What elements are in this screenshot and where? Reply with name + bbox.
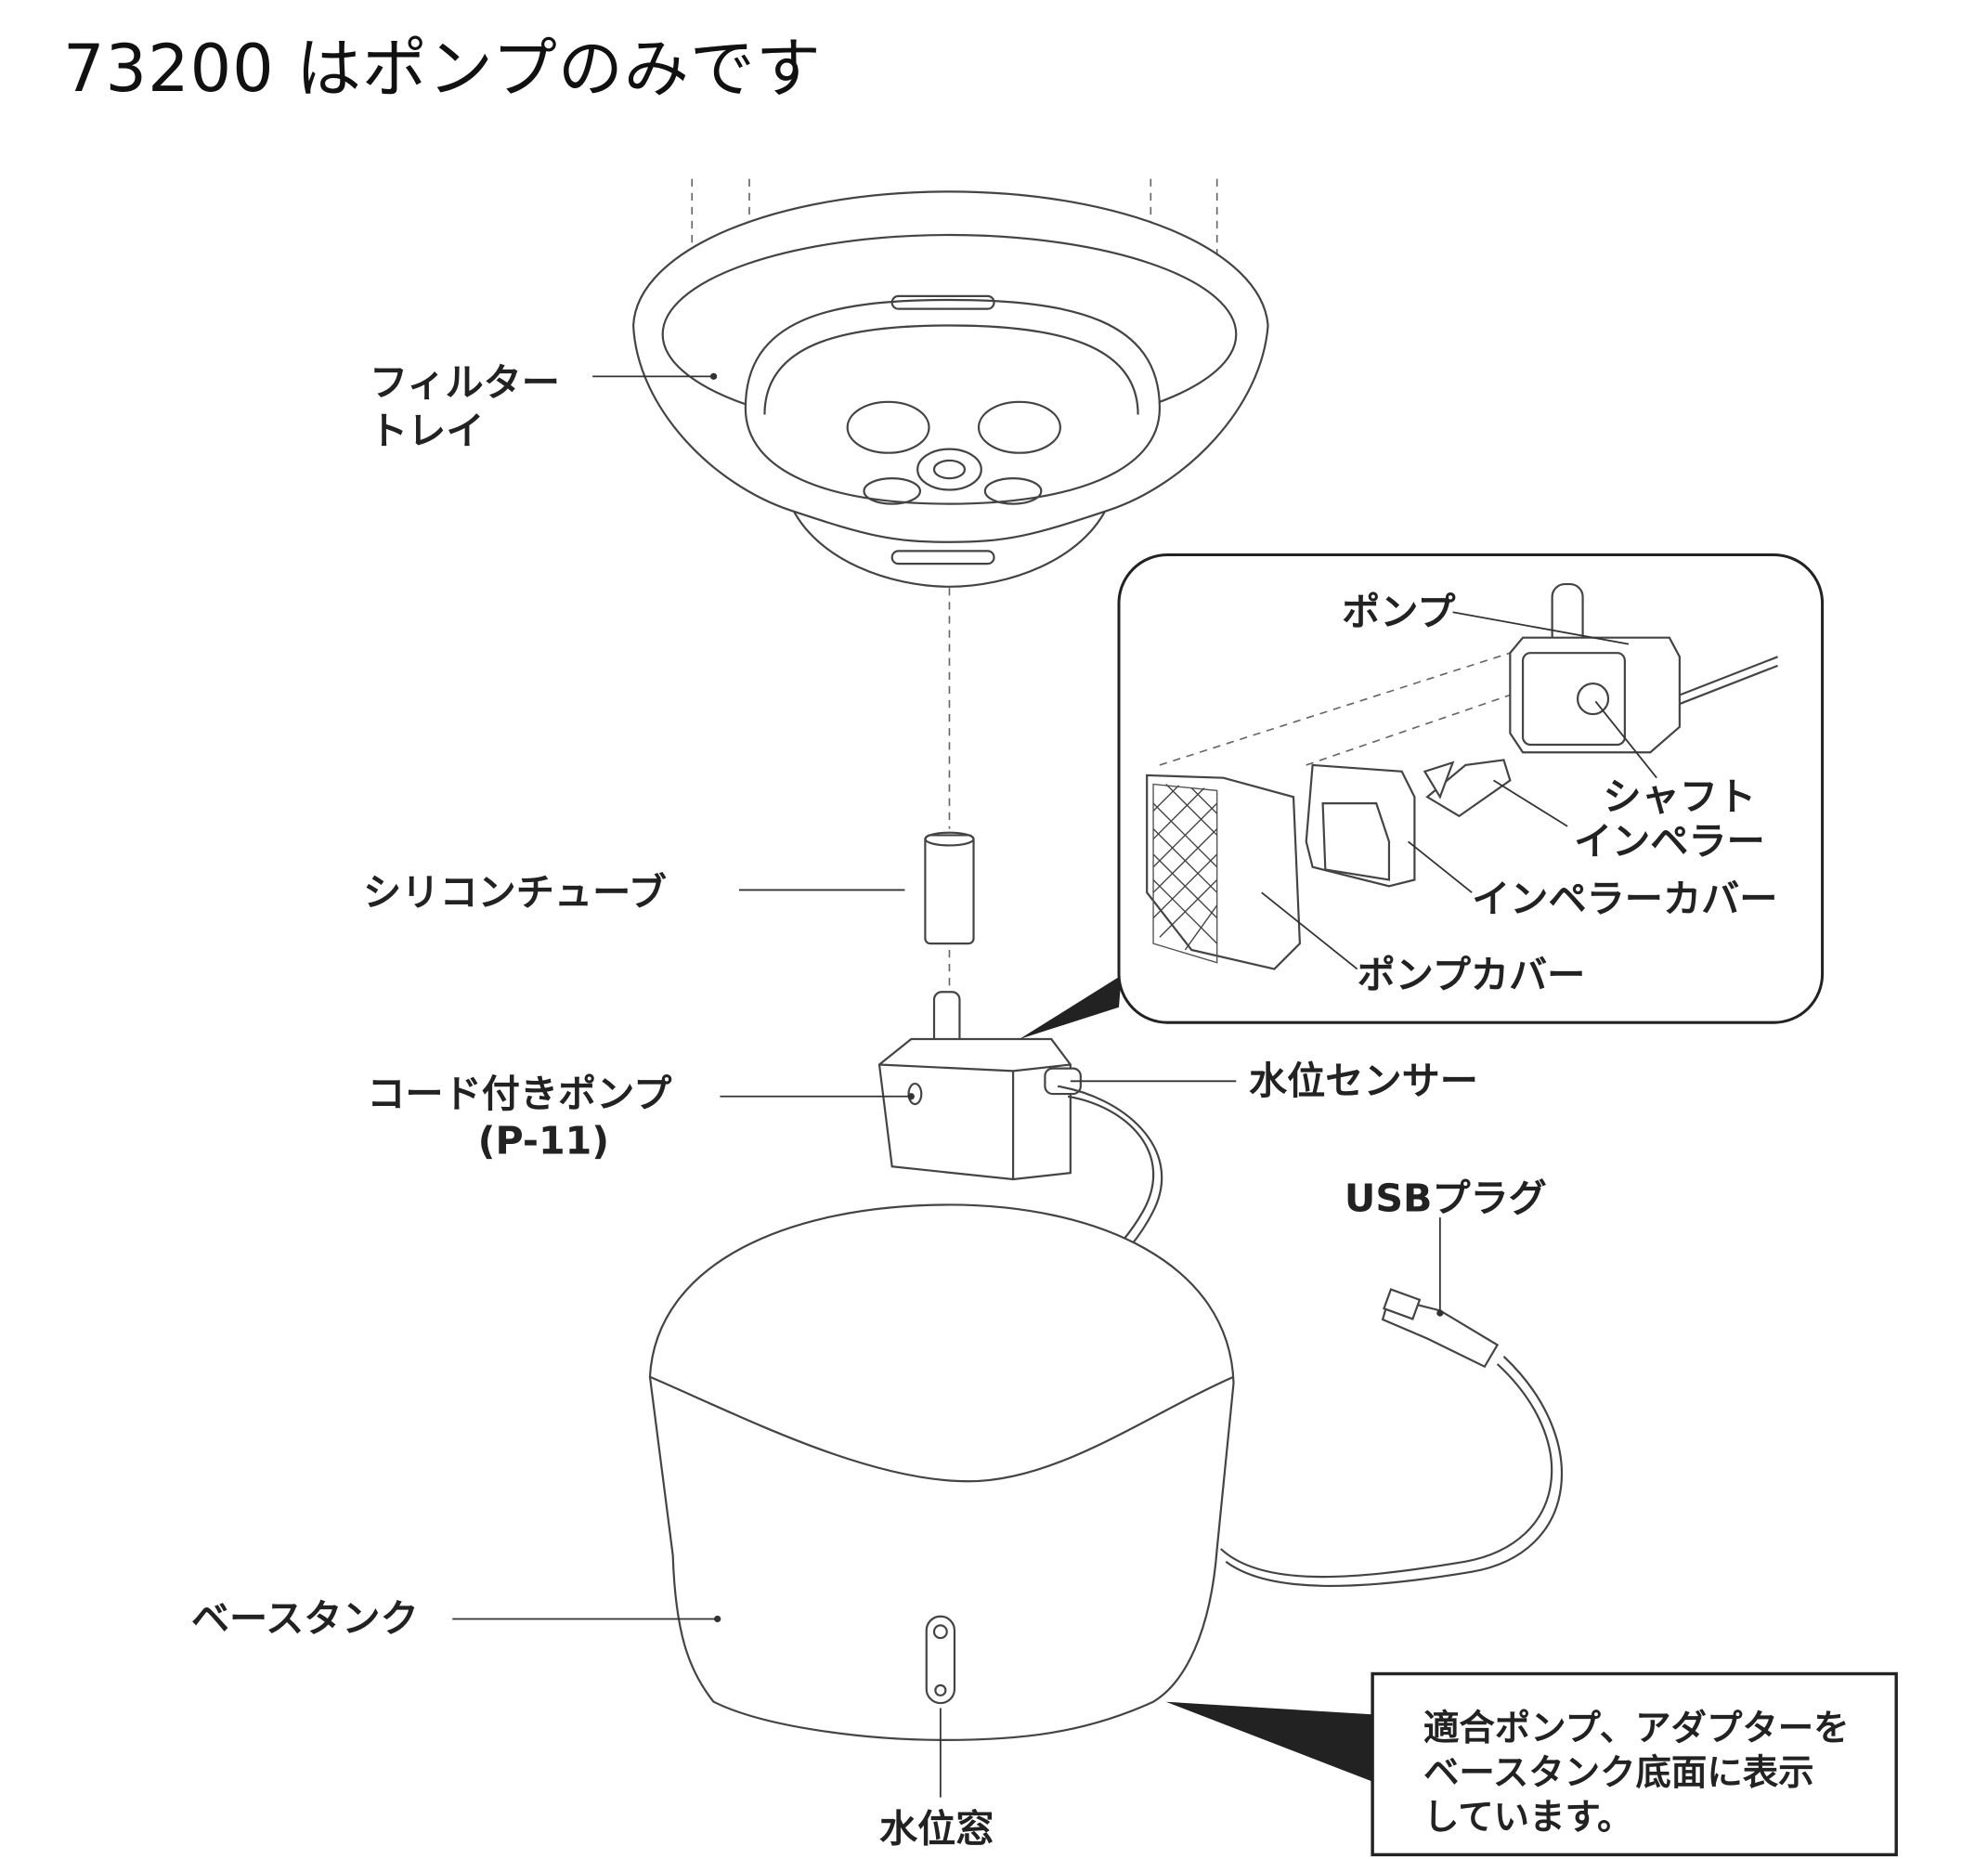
label-usb-plug: USBプラグ: [1345, 1176, 1547, 1220]
label-corded-pump: コード付きポンプ: [367, 1072, 672, 1116]
label-pump: ポンプ: [1342, 590, 1456, 634]
corded-pump: [877, 991, 1082, 1181]
note-line-2: ベースタンク底面に表示: [1423, 1752, 1814, 1794]
note-line-3: しています。: [1423, 1797, 1632, 1839]
label-pump-cover: ポンプカバー: [1358, 953, 1586, 997]
filter-tray: [632, 190, 1269, 588]
label-filter-tray-1: フィルター: [370, 360, 560, 405]
label-shaft: シャフト: [1604, 774, 1757, 819]
note-box: 適合ポンプ、アダプターを ベースタンク底面に表示 しています。: [1165, 1671, 1898, 1857]
label-base-tank: ベースタンク: [191, 1596, 419, 1641]
leader-lines: [452, 372, 1444, 1798]
label-water-sensor: 水位センサー: [1249, 1059, 1478, 1103]
pump-detail-inset: ポンプ シャフト インペラー インペラーカバー ポンプカバー: [1019, 552, 1825, 1040]
label-impeller: インペラー: [1574, 819, 1765, 864]
label-corded-pump-model: (P-11): [478, 1119, 609, 1164]
page-title: 73200 はポンプのみです: [63, 31, 822, 107]
label-water-window: 水位窓: [879, 1807, 994, 1852]
usb-plug: [1220, 1288, 1564, 1588]
label-silicone-tube: シリコンチューブ: [363, 870, 667, 915]
note-line-1: 適合ポンプ、アダプターを: [1423, 1708, 1850, 1749]
label-filter-tray-2: トレイ: [370, 409, 484, 453]
base-tank: [648, 1203, 1235, 1741]
label-impeller-cover: インペラーカバー: [1472, 877, 1777, 921]
silicone-tube: [924, 831, 975, 945]
